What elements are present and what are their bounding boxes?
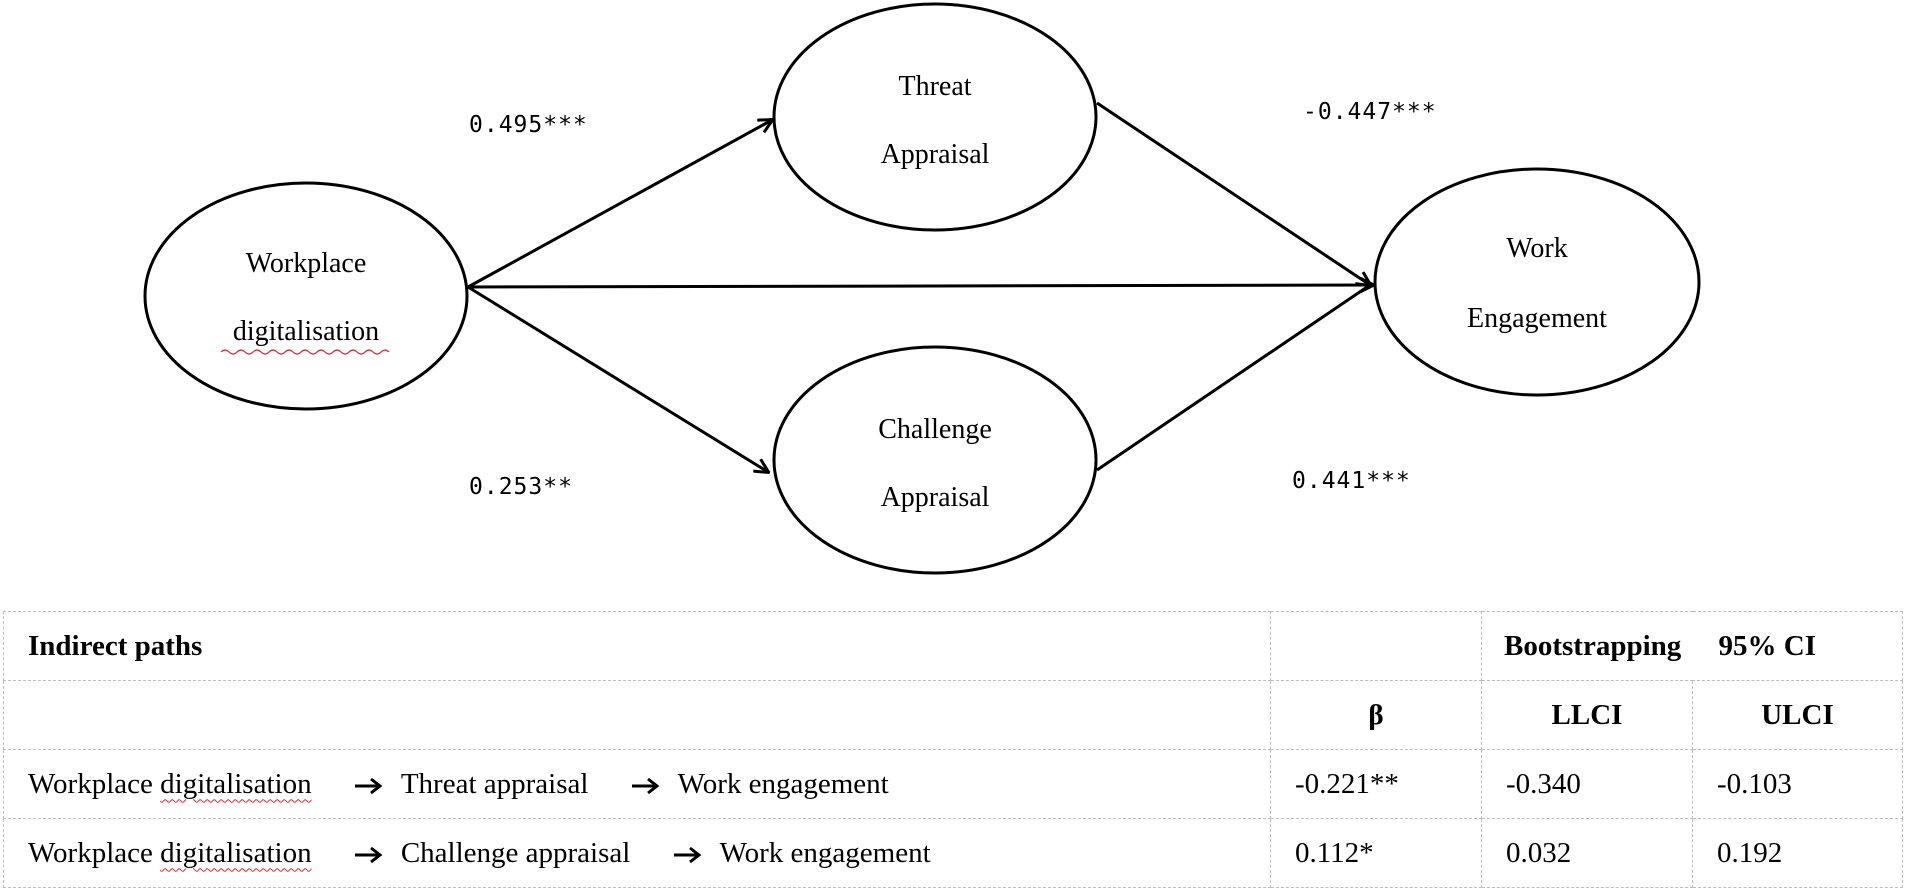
coef-challenge-engagement: 0.441*** xyxy=(1292,468,1411,494)
node-challenge-line1: Challenge xyxy=(878,414,992,445)
arrow-workplace-to-engagement xyxy=(467,285,1373,287)
node-workplace-line1: Workplace xyxy=(246,248,367,279)
node-threat-appraisal: Threat Appraisal xyxy=(772,2,1098,232)
arrow-workplace-to-threat xyxy=(467,120,772,289)
right-arrow-icon xyxy=(630,768,660,801)
ulci-value: 0.192 xyxy=(1692,818,1903,888)
path-diagram: Workplace digitalisation Threat Appraisa… xyxy=(143,2,1701,575)
llci-value: 0.032 xyxy=(1481,818,1693,888)
header-empty-cell xyxy=(3,680,1271,750)
arrow-challenge-to-engagement xyxy=(1096,283,1371,472)
path-mediator-label: Challenge appraisal xyxy=(400,836,631,869)
right-arrow-icon xyxy=(353,768,383,801)
node-workplace-line2: digitalisation xyxy=(233,316,379,347)
path-start-label-misspelled: digitalisation xyxy=(160,767,312,800)
path-mediator-label: Threat appraisal xyxy=(400,767,589,800)
path-cell: Workplace digitalisation Challenge appra… xyxy=(3,818,1271,888)
node-engagement-line2: Engagement xyxy=(1467,303,1607,334)
ulci-value: -0.103 xyxy=(1692,749,1903,819)
table-row: Workplace digitalisation Challenge appra… xyxy=(3,818,1903,888)
node-challenge-appraisal: Challenge Appraisal xyxy=(772,345,1098,575)
path-outcome-label: Work engagement xyxy=(719,836,931,869)
path-start-label: Workplace xyxy=(28,836,161,869)
coef-workplace-challenge: 0.253** xyxy=(469,474,573,500)
coef-workplace-threat: 0.495*** xyxy=(469,112,588,138)
table-header-row-2: β LLCI ULCI xyxy=(3,680,1903,750)
path-cell: Workplace digitalisation Threat appraisa… xyxy=(3,749,1271,819)
header-bootstrapping-label: Bootstrapping xyxy=(1504,629,1682,662)
arrow-workplace-to-challenge xyxy=(467,285,768,472)
header-ci-label: 95% CI xyxy=(1718,629,1816,662)
table-header-row-1: Indirect paths Bootstrapping 95% CI xyxy=(3,611,1903,681)
header-llci: LLCI xyxy=(1481,680,1693,750)
table-row: Workplace digitalisation Threat appraisa… xyxy=(3,749,1903,819)
header-bootstrapping: Bootstrapping 95% CI xyxy=(1481,611,1903,681)
spellcheck-underline xyxy=(220,349,390,355)
path-start-label: Workplace xyxy=(28,767,161,800)
arrow-threat-to-engagement xyxy=(1096,101,1370,285)
header-beta: β xyxy=(1270,680,1482,750)
path-start-label-misspelled: digitalisation xyxy=(160,836,312,869)
right-arrow-icon xyxy=(672,837,702,870)
beta-value: -0.221** xyxy=(1270,749,1482,819)
llci-value: -0.340 xyxy=(1481,749,1693,819)
node-threat-line2: Appraisal xyxy=(881,139,990,170)
header-indirect-paths: Indirect paths xyxy=(3,611,1271,681)
right-arrow-icon xyxy=(353,837,383,870)
node-work-engagement: Work Engagement xyxy=(1373,167,1701,397)
node-engagement-line1: Work xyxy=(1506,233,1568,264)
node-challenge-line2: Appraisal xyxy=(881,482,990,513)
header-ulci: ULCI xyxy=(1692,680,1903,750)
beta-value: 0.112* xyxy=(1270,818,1482,888)
indirect-paths-table: Indirect paths Bootstrapping 95% CI β LL… xyxy=(3,611,1903,888)
coef-threat-engagement: -0.447*** xyxy=(1303,99,1437,125)
node-workplace-digitalisation: Workplace digitalisation xyxy=(143,181,469,411)
path-outcome-label: Work engagement xyxy=(677,767,889,800)
header-empty-cell xyxy=(1270,611,1482,681)
node-threat-line1: Threat xyxy=(898,71,971,102)
